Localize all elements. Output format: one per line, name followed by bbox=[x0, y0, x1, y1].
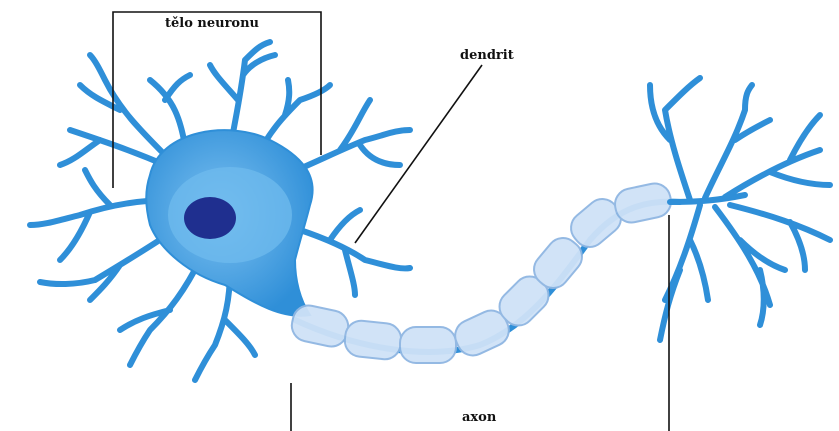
label-axon: axon bbox=[462, 410, 496, 425]
nucleus bbox=[184, 197, 236, 239]
label-dendrite: dendrit bbox=[460, 48, 514, 63]
myelin-segment bbox=[289, 303, 351, 350]
myelin-sheath bbox=[289, 181, 674, 363]
myelin-segment bbox=[612, 181, 674, 226]
myelin-segment bbox=[343, 319, 402, 361]
axon-terminals bbox=[650, 78, 830, 340]
myelin-segment bbox=[400, 327, 456, 363]
label-cell-body: tělo neuronu bbox=[165, 16, 259, 31]
dendrite-leader bbox=[355, 65, 482, 243]
